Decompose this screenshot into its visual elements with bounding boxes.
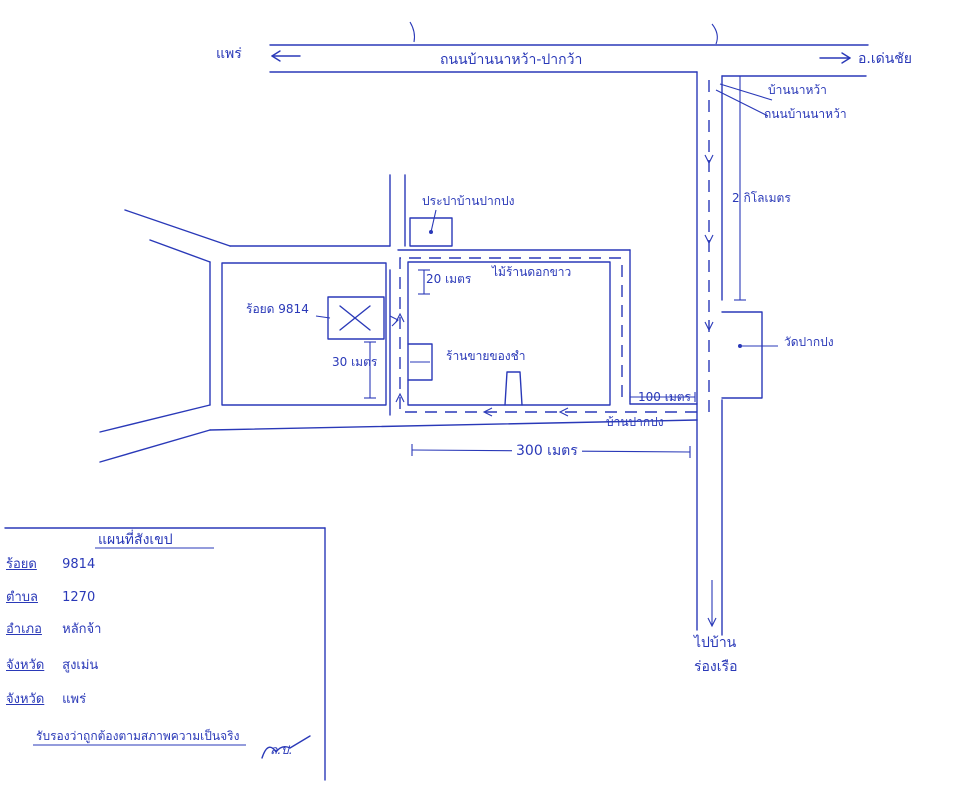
signature-mark	[261, 735, 311, 759]
legend-value: แพร่	[62, 692, 87, 707]
distance-300m-label: 300 เมตร	[512, 444, 582, 458]
route-arrow-4	[558, 407, 569, 417]
legend-value: หลักจ้า	[62, 622, 102, 637]
left-lane-lower	[149, 239, 211, 263]
entrance-pointer-2	[715, 89, 769, 117]
route-arrow-5	[482, 407, 493, 417]
edge-mark-right	[711, 23, 718, 45]
legend-key: ร้อยด	[6, 557, 37, 572]
route-village	[399, 257, 697, 413]
distance-2km-label: 2 กิโลเมตร	[732, 191, 791, 205]
legend-value: 1270	[62, 590, 96, 605]
legend-key: ตำบล	[6, 590, 38, 605]
legend-key: อำเภอ	[6, 622, 42, 637]
signature: ล.ป.	[270, 743, 293, 757]
water-supply-label: ประปาบ้านปากปง	[422, 194, 515, 208]
legend-row-amphoe: จังหวัด สูงเม่น	[6, 654, 98, 675]
route-arrow-8	[389, 315, 399, 327]
left-lane-upper	[124, 209, 231, 247]
down-destination-line1: ไปบ้าน	[694, 635, 737, 651]
parcel-pointer	[315, 315, 331, 319]
legend-row-district: อำเภอ หลักจ้า	[6, 618, 101, 639]
road-top-left-destination: แพร่	[216, 46, 242, 62]
temple-outline	[721, 311, 763, 399]
temple-label: วัดปากปง	[784, 335, 834, 349]
village-road-left-lower	[99, 429, 211, 463]
distance-100m-label: 100 เมตร	[638, 390, 691, 404]
route-arrow-6	[395, 392, 405, 403]
entrance-label: บ้านนาหว้า	[768, 83, 827, 97]
legend-key: จังหวัด	[6, 658, 45, 673]
route-arrow-1	[704, 154, 714, 165]
route-arrow-2	[704, 234, 714, 245]
village-label: บ้านปากปง	[606, 415, 664, 429]
entrance-pointer-1	[719, 83, 773, 101]
legend-footer: รับรองว่าถูกต้องตามสภาพความเป็นจริง	[36, 729, 240, 743]
legend-row-subdistrict: ตำบล 1270	[6, 586, 95, 607]
parcel-block	[221, 262, 387, 406]
village-road-lower-edge	[209, 419, 698, 431]
legend-key: จังหวัด	[6, 692, 45, 707]
grocery-shop-label: ร้านขายของชำ	[446, 349, 526, 363]
legend-row-parcel: ร้อยด 9814	[6, 553, 95, 574]
parcel-x-2	[339, 305, 371, 331]
down-arrow-head	[707, 617, 717, 628]
distance-30m-label: 30 เมตร	[332, 355, 378, 369]
shop-outline	[407, 343, 433, 381]
distance-20m-label: 20 เมตร	[426, 272, 472, 286]
temple-dot	[738, 344, 742, 348]
water-supply-box	[409, 217, 453, 247]
central-block	[407, 261, 611, 406]
arrow-right-head	[841, 52, 851, 64]
village-road-left-upper	[99, 404, 211, 433]
legend-value: 9814	[62, 557, 96, 572]
route-arrow-3	[704, 321, 714, 332]
small-building	[504, 371, 523, 406]
legend-title: แผนที่สังเขป	[98, 532, 173, 548]
edge-mark-left	[409, 21, 416, 43]
legend-value: สูงเม่น	[62, 658, 99, 673]
arrow-left-head	[271, 50, 281, 62]
road-top-right-destination: อ.เด่นชัย	[858, 51, 913, 67]
water-supply-pointer	[430, 209, 437, 233]
legend-row-province: จังหวัด แพร่	[6, 688, 86, 709]
parcel-label: ร้อยด 9814	[246, 302, 309, 316]
road-top-label: ถนนบ้านนาหว้า-ปากว้า	[440, 52, 583, 68]
shop-sign-label: ไม้ร้านดอกขาว	[492, 265, 572, 279]
down-destination-line2: ร่องเรือ	[694, 659, 738, 675]
road-right-label: ถนนบ้านนาหว้า	[764, 107, 847, 121]
